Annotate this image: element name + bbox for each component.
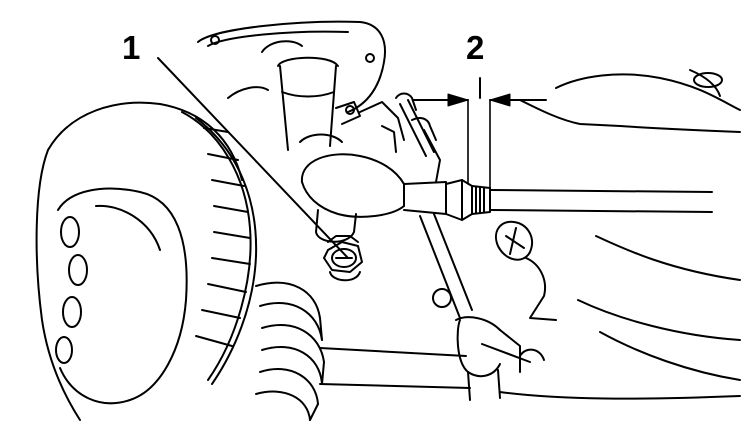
tie-rod — [445, 179, 713, 221]
callout-number-2: 2 — [466, 29, 485, 66]
lower-arm — [319, 213, 545, 401]
brake-rotor — [35, 101, 258, 421]
strut-tube — [277, 56, 405, 153]
strut-mount — [197, 20, 386, 113]
subframe — [495, 69, 741, 400]
ball-joint-nut — [323, 235, 363, 282]
brake-line — [395, 92, 441, 183]
callout-1-leader — [157, 57, 349, 259]
wheel-hub — [55, 187, 188, 405]
dimension-marker — [413, 77, 547, 189]
callout-number-1: 1 — [122, 29, 141, 66]
tie-rod-end — [300, 153, 447, 243]
cv-boot — [255, 281, 325, 421]
